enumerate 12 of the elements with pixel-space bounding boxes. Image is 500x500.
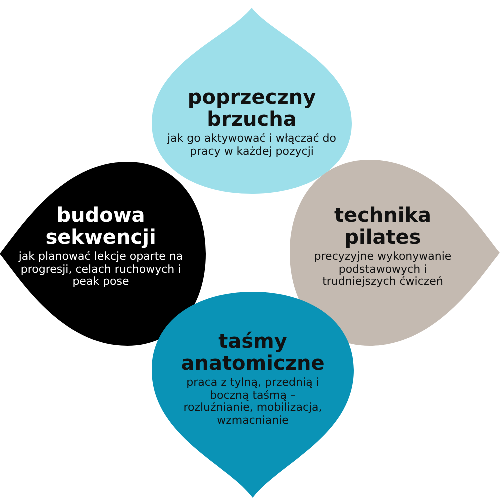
leaf-shape xyxy=(0,162,206,346)
description: jak go aktywować i włączać do pracy w każdej pozycji xyxy=(166,133,338,158)
heading: budowa sekwencji xyxy=(44,204,158,248)
heading: poprzeczny brzucha xyxy=(186,86,318,130)
heading: taśmy anatomiczne xyxy=(180,330,326,374)
heading: technika pilates xyxy=(333,204,433,248)
leaf-shape xyxy=(152,8,352,194)
description: precyzyjne wykonywanie podstawowych i trudniejszych ćwiczeń xyxy=(313,251,453,288)
description: jak planować lekcje oparte na progresji, celach ruchowych i peak pose xyxy=(18,251,184,288)
description: praca z tylną, przednią i boczną taśmą – rozluźnianie, mobilizacja, wzmacnianie xyxy=(183,377,323,427)
leaf-shape xyxy=(152,292,354,498)
leaf-shape xyxy=(290,160,500,346)
